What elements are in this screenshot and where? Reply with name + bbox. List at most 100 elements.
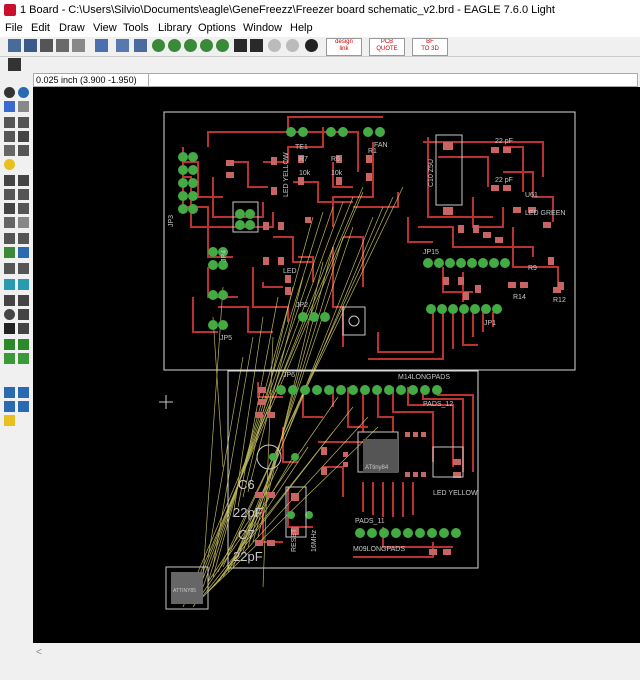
- erc-icon[interactable]: [4, 387, 15, 398]
- menu-window[interactable]: Window: [243, 22, 283, 34]
- lock-icon[interactable]: [4, 203, 15, 214]
- optimize-icon[interactable]: [4, 247, 15, 258]
- change-icon[interactable]: [18, 145, 29, 156]
- add-icon[interactable]: [18, 175, 29, 186]
- cam-icon[interactable]: [56, 39, 69, 52]
- window-title: 1 Board - C:\Users\Silvio\Documents\eagl…: [20, 4, 555, 16]
- text-icon[interactable]: [18, 295, 29, 306]
- menu-help[interactable]: Help: [290, 22, 313, 34]
- rotate-icon[interactable]: [18, 131, 29, 142]
- label-ic2: ATTINY85: [173, 588, 196, 594]
- menu-tools[interactable]: Tools: [123, 22, 149, 34]
- save-icon[interactable]: [24, 39, 37, 52]
- route-icon[interactable]: [4, 263, 15, 274]
- polygon-icon[interactable]: [18, 323, 29, 334]
- label-jp1: JP1: [484, 320, 496, 327]
- menu-view[interactable]: View: [93, 22, 117, 34]
- label-r6: R6: [331, 156, 340, 163]
- arc-icon[interactable]: [18, 309, 29, 320]
- zoom-in-icon[interactable]: [168, 39, 181, 52]
- menu-options[interactable]: Options: [198, 22, 236, 34]
- menu-file[interactable]: File: [5, 22, 23, 34]
- label-led-green: LED GREEN: [525, 210, 565, 217]
- ic-chip-bodies: [171, 439, 398, 604]
- board-outline-lower: [227, 370, 479, 569]
- follow-me-icon[interactable]: [18, 401, 29, 412]
- dimension-icon[interactable]: [18, 353, 29, 364]
- miter-icon[interactable]: [18, 233, 29, 244]
- label-cap: C10 Z5U: [428, 159, 435, 187]
- grid-icon[interactable]: [8, 58, 21, 71]
- menu-library[interactable]: Library: [158, 22, 192, 34]
- smd-pads: [226, 142, 564, 555]
- replace-icon[interactable]: [18, 189, 29, 200]
- go-icon[interactable]: [286, 39, 299, 52]
- zoom-out-icon[interactable]: [184, 39, 197, 52]
- display-icon[interactable]: [4, 101, 15, 112]
- parameter-toolbar: [0, 57, 640, 74]
- use-library-icon[interactable]: [95, 39, 108, 52]
- help-icon[interactable]: [305, 39, 318, 52]
- label-jp2: JP2: [296, 302, 308, 309]
- move-icon[interactable]: [4, 117, 15, 128]
- script-icon[interactable]: [116, 39, 129, 52]
- hole-icon[interactable]: [18, 339, 29, 350]
- label-r7: R7: [299, 156, 308, 163]
- airwires: [182, 186, 404, 608]
- meander-icon[interactable]: [18, 247, 29, 258]
- scroll-left-arrow[interactable]: <: [36, 647, 42, 658]
- label-c7-value: 22pF: [233, 549, 263, 564]
- redo-icon[interactable]: [250, 39, 263, 52]
- value-icon[interactable]: [4, 217, 15, 228]
- sheets-icon[interactable]: [72, 39, 85, 52]
- zoom-fit-icon[interactable]: [152, 39, 165, 52]
- command-line-input[interactable]: [148, 73, 638, 87]
- paste-icon[interactable]: [4, 159, 15, 170]
- label-pads-11: PADS_11: [355, 518, 385, 525]
- mark-icon[interactable]: [18, 101, 29, 112]
- pinswap-icon[interactable]: [4, 189, 15, 200]
- open-icon[interactable]: [8, 39, 21, 52]
- run-ulp-icon[interactable]: [134, 39, 147, 52]
- designlink-line2: link: [339, 46, 349, 52]
- ripup-icon[interactable]: [18, 263, 29, 274]
- designlink-line1: design: [335, 39, 353, 45]
- stop-icon[interactable]: [268, 39, 281, 52]
- smash-icon[interactable]: [18, 217, 29, 228]
- zoom-select-icon[interactable]: [216, 39, 229, 52]
- name-icon[interactable]: [18, 203, 29, 214]
- split-icon[interactable]: [4, 233, 15, 244]
- label-led-yellow-2: LED YELLOW: [433, 490, 478, 497]
- signal-icon[interactable]: [4, 279, 15, 290]
- label-r14: R14: [513, 294, 526, 301]
- drc-icon[interactable]: [18, 387, 29, 398]
- undo-icon[interactable]: [234, 39, 247, 52]
- attribute-icon[interactable]: [4, 353, 15, 364]
- autorouter-icon[interactable]: [4, 401, 15, 412]
- wire-icon[interactable]: [4, 295, 15, 306]
- ratsnest-icon[interactable]: [18, 279, 29, 290]
- label-m14: M14LONGPADS: [398, 374, 450, 381]
- via-icon[interactable]: [4, 339, 15, 350]
- board-canvas[interactable]: JP3 TE1 FAN R7 R6 R1 10k 10k LED YELLOW …: [33, 87, 640, 643]
- info-icon[interactable]: [4, 87, 15, 98]
- label-xtal: 16MHz: [311, 529, 318, 552]
- show-icon[interactable]: [18, 87, 29, 98]
- errors-icon[interactable]: [4, 415, 15, 426]
- mirror-icon[interactable]: [4, 131, 15, 142]
- rect-icon[interactable]: [4, 323, 15, 334]
- print-icon[interactable]: [40, 39, 53, 52]
- group-icon[interactable]: [4, 145, 15, 156]
- zoom-redraw-icon[interactable]: [200, 39, 213, 52]
- large-labels: C6 22pF C7 22pF: [233, 477, 263, 564]
- menu-draw[interactable]: Draw: [59, 22, 85, 34]
- circle-icon[interactable]: [4, 309, 15, 320]
- pcb-drawing: JP3 TE1 FAN R7 R6 R1 10k 10k LED YELLOW …: [159, 111, 576, 610]
- copy-icon[interactable]: [18, 117, 29, 128]
- menu-edit[interactable]: Edit: [31, 22, 50, 34]
- to-3d-line2: TO 3D: [421, 46, 439, 52]
- delete-icon[interactable]: [4, 175, 15, 186]
